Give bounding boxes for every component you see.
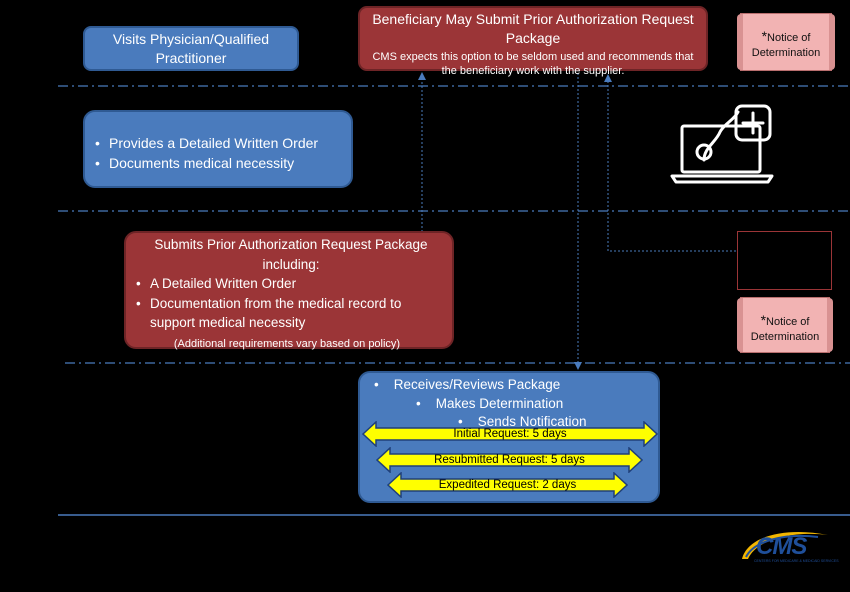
provides-list: Provides a Detailed Written Order Docume…	[91, 133, 341, 173]
bullet: •	[374, 377, 394, 392]
receives-label: Makes Determination	[435, 396, 564, 411]
cms-logo-text: CMS	[756, 533, 807, 560]
receives-label: Sends Notification	[477, 414, 587, 429]
resubmitted-request-arrow: Resubmitted Request: 5 days	[376, 447, 643, 473]
cms-logo: CMS CENTERS FOR MEDICARE & MEDICAID SERV…	[738, 525, 839, 567]
cms-swoosh-icon	[742, 532, 828, 559]
receives-item-1: • Receives/Reviews Package	[374, 375, 560, 394]
notice-text: Notice of Determination	[751, 32, 821, 59]
expedited-request-arrow: Expedited Request: 2 days	[387, 472, 628, 498]
provides-box: Provides a Detailed Written Order Docume…	[83, 110, 353, 188]
beneficiary-note: CMS expects this option to be seldom use…	[372, 51, 694, 77]
resubmitted-request-label: Resubmitted Request: 5 days	[434, 454, 585, 466]
cms-logo-tagline: CENTERS FOR MEDICARE & MEDICAID SERVICES	[754, 559, 839, 563]
list-item: Documentation from the medical record to…	[132, 294, 442, 333]
submits-title: Submits Prior Authorization Request Pack…	[154, 237, 428, 272]
notice-star: *	[760, 312, 767, 328]
beneficiary-title: Beneficiary May Submit Prior Authorizati…	[372, 11, 694, 46]
notice-of-determination-bottom: *Notice of Determination	[737, 297, 833, 353]
receives-item-3: • Sends Notification	[458, 412, 587, 431]
expedited-request-label: Expedited Request: 2 days	[438, 479, 577, 491]
notice-text: Notice of Determination	[750, 316, 820, 343]
list-item: A Detailed Written Order	[132, 274, 442, 294]
beneficiary-box: Beneficiary May Submit Prior Authorizati…	[358, 6, 708, 77]
initial-request-label: Initial Request: 5 days	[453, 428, 567, 440]
notice-star: *	[761, 28, 768, 44]
visits-label: Visits Physician/Qualified Practitioner	[112, 30, 270, 66]
bullet: •	[416, 396, 436, 411]
notice-of-determination-top: *Notice of Determination	[737, 13, 835, 71]
list-item: Provides a Detailed Written Order	[91, 133, 341, 153]
initial-request-arrow: Initial Request: 5 days	[362, 421, 658, 447]
visits-box: Visits Physician/Qualified Practitioner	[83, 26, 299, 71]
laptop-stethoscope-icon	[670, 104, 774, 184]
bullet: •	[458, 414, 478, 429]
blank-box	[737, 231, 832, 290]
double-arrow-icon	[376, 447, 643, 473]
submits-list: A Detailed Written Order Documentation f…	[132, 274, 442, 333]
submits-footnote: (Additional requirements vary based on p…	[173, 337, 401, 350]
submits-box: Submits Prior Authorization Request Pack…	[124, 231, 454, 350]
list-item: Documents medical necessity	[91, 153, 341, 173]
receives-label: Receives/Reviews Package	[393, 377, 561, 392]
double-arrow-icon	[362, 421, 658, 447]
receives-item-2: • Makes Determination	[416, 394, 563, 413]
double-arrow-icon	[387, 472, 628, 498]
